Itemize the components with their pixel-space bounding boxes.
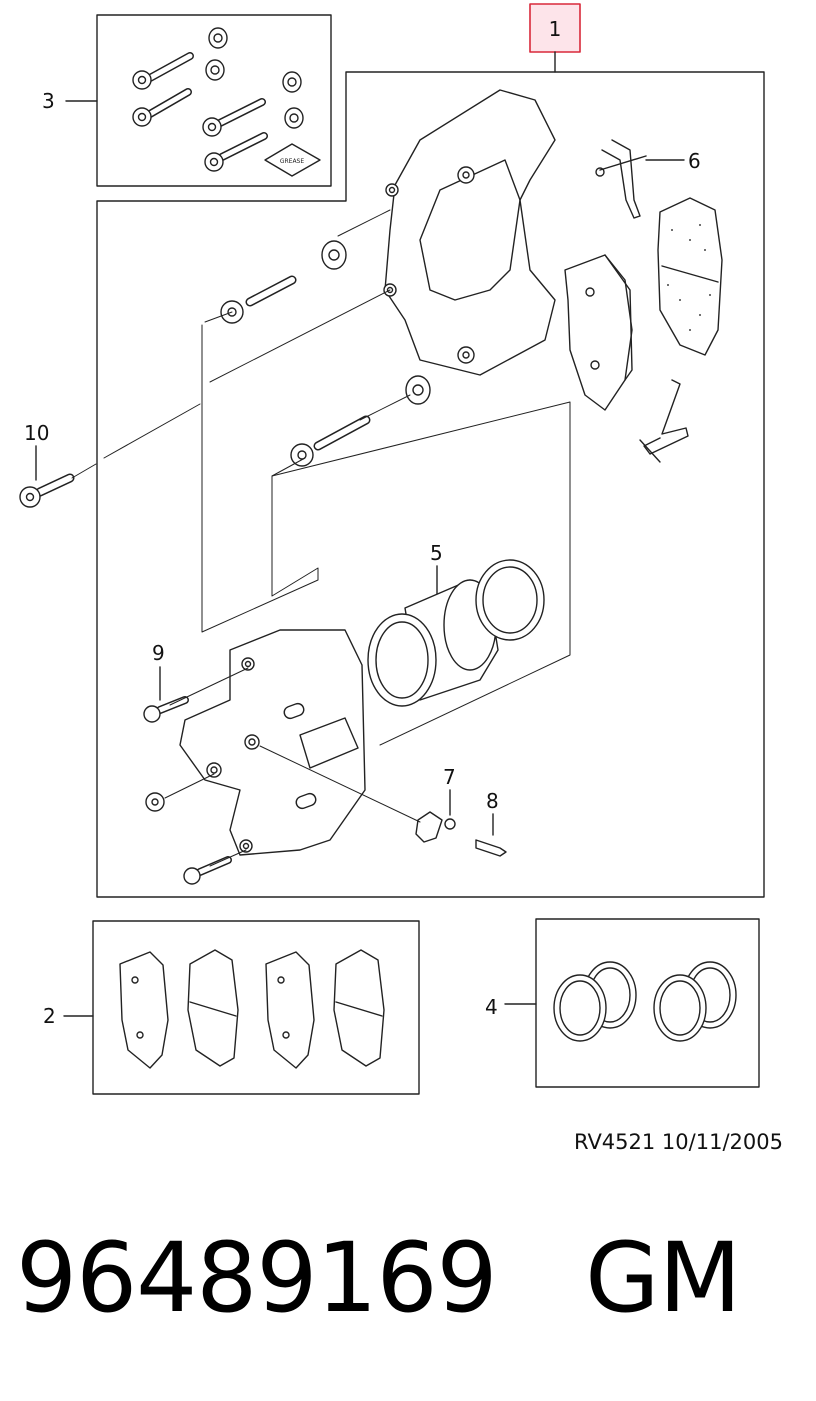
anti-rattle-spring-upper — [595, 139, 647, 219]
outer-brake-pad — [657, 197, 723, 356]
anti-rattle-spring-lower — [639, 379, 689, 463]
assembly-guide-lines — [71, 209, 571, 867]
guide-pin-3 — [202, 98, 266, 137]
caliper-assembly-frame — [96, 71, 765, 898]
bleeder-cap-7 — [415, 811, 456, 843]
callout-1-label: 1 — [549, 17, 562, 41]
callout-5-label: 5 — [430, 541, 443, 565]
callout-2-label: 2 — [43, 1004, 56, 1028]
pin-boots — [205, 27, 304, 129]
lower-guide-pin — [290, 375, 431, 467]
pad-set-parts — [119, 949, 385, 1069]
bleeder-screw-8 — [475, 839, 507, 857]
brand-name: GM — [585, 1222, 741, 1334]
guide-pin-4 — [204, 132, 268, 172]
callout-7-label: 7 — [443, 765, 456, 789]
callout-4-label: 4 — [485, 995, 498, 1019]
piston-seal — [475, 559, 545, 641]
callout-1-highlight — [529, 3, 581, 53]
grease-label: GREASE — [280, 158, 305, 165]
caliper-bolt-9 — [143, 696, 189, 723]
seal-kit-frame — [535, 918, 760, 1088]
document-code-and-date: RV4521 10/11/2005 — [574, 1130, 783, 1154]
callout-3-label: 3 — [42, 89, 55, 113]
caliper-bracket — [383, 89, 556, 376]
guide-pin-1 — [132, 52, 194, 90]
mounting-bolt-10 — [19, 473, 75, 508]
upper-guide-pin — [220, 240, 347, 324]
caliper-bolt-lower — [183, 856, 232, 885]
pad-set-frame — [92, 920, 420, 1095]
part-number-line: 96489169 GM — [16, 1222, 741, 1334]
pad-set-pad-4 — [333, 949, 385, 1067]
callout-10-label: 10 — [24, 421, 49, 445]
guide-pin-2 — [132, 88, 192, 127]
callout-1[interactable]: 1 — [529, 3, 581, 53]
callout-6-label: 6 — [688, 149, 701, 173]
part-number: 96489169 — [16, 1222, 498, 1334]
seal-kit-parts — [553, 961, 737, 1042]
inner-brake-pad — [564, 254, 633, 411]
caliper-housing — [179, 629, 366, 856]
grease-packet: GREASE — [264, 143, 321, 177]
pad-set-pad-3 — [265, 951, 315, 1069]
piston-dust-boot — [367, 613, 437, 707]
callout-8-label: 8 — [486, 789, 499, 813]
callout-9-label: 9 — [152, 641, 165, 665]
bolt-kit-parts: GREASE — [132, 27, 321, 177]
brake-caliper-exploded-diagram: 1 3 2 4 6 5 10 9 7 8 — [19, 3, 765, 1095]
pad-set-pad-1 — [119, 951, 169, 1069]
hose-fitting — [145, 792, 165, 812]
pad-set-pad-2 — [187, 949, 239, 1067]
